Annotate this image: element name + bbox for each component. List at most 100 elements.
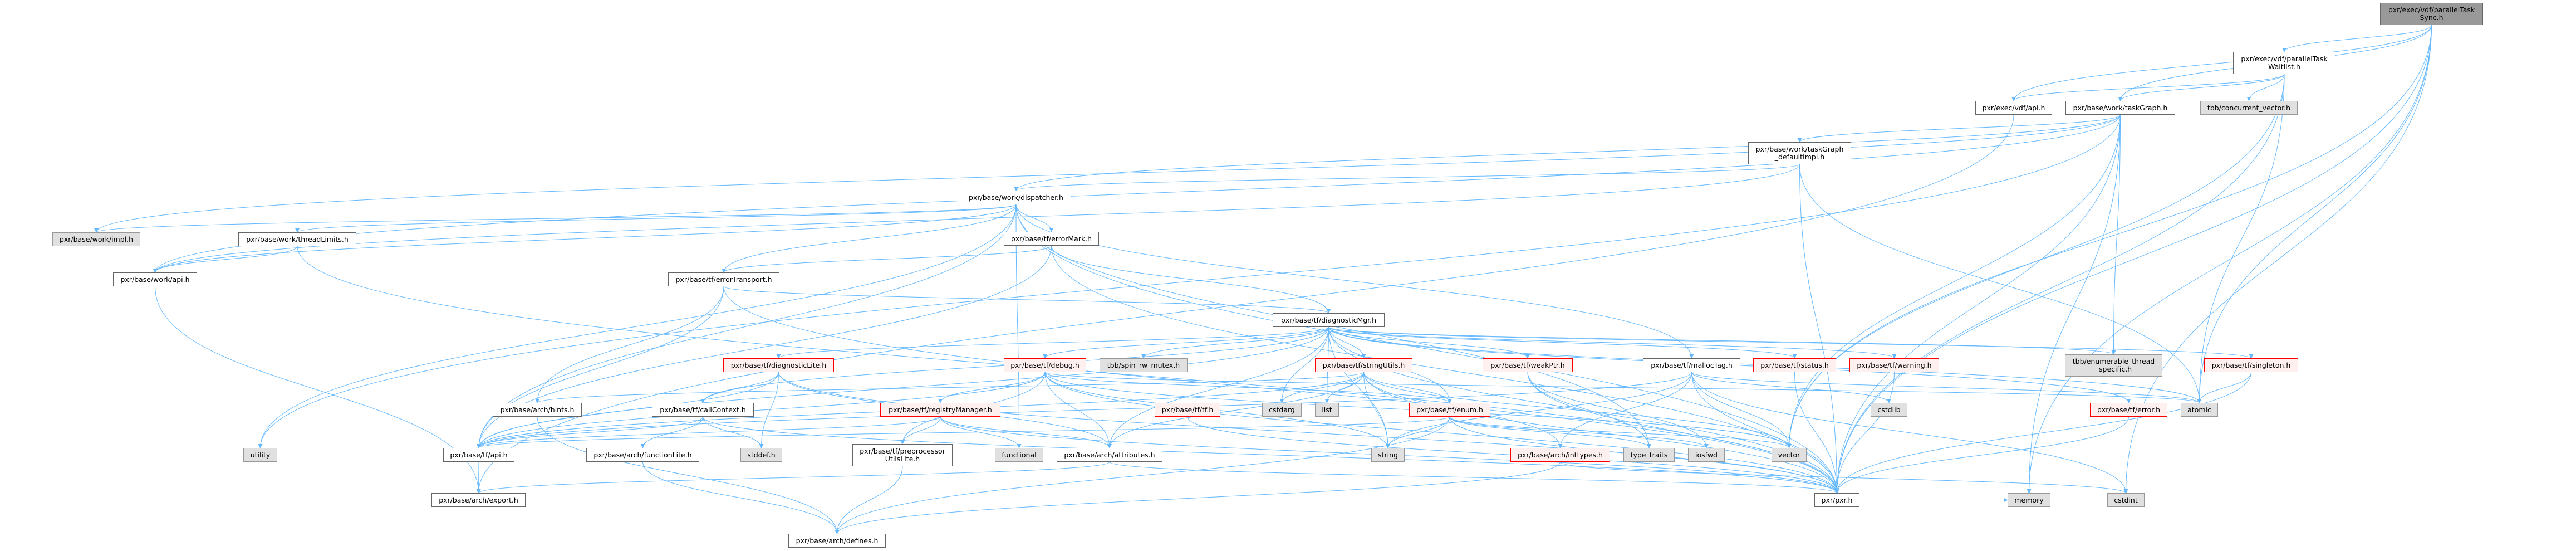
edge-attributes-to-export [476,461,1110,494]
edge-diagnosticMgr-to-tfapi [477,326,1329,448]
edge-tgdefault-to-dispatcher [1014,164,1800,191]
edge-diagnosticMgr-to-singleton [1328,326,2254,359]
edge-taskGraph-to-workapi [153,114,2121,273]
node-vdf-api[interactable]: pxr/exec/vdf/api.h [1975,101,2052,115]
node-error-mark[interactable]: pxr/base/tf/errorMark.h [1004,232,1099,246]
edge-mallocTag-to-atomic [1691,372,2202,403]
edge-status-to-pxrh [1794,372,1839,494]
edge-mallocTag-to-cstdint [1691,372,2128,494]
edge-tgdefault-to-pxrh [1799,164,1839,494]
edge-diagnosticMgr-to-diagnosticLite [776,326,1329,359]
node-list: list [1315,403,1339,417]
node-arch-defines[interactable]: pxr/base/arch/defines.h [788,534,886,548]
edge-enum-to-string [1386,416,1450,448]
node-utility: utility [243,448,277,462]
node-pxr[interactable]: pxr/pxr.h [1814,493,1859,507]
edge-sync-to-memory [2027,25,2432,494]
node-error[interactable]: pxr/base/tf/error.h [2090,403,2167,417]
edge-waitlist-to-vector [1787,74,2285,448]
node-status[interactable]: pxr/base/tf/status.h [1753,358,1836,372]
node-arch-hints[interactable]: pxr/base/arch/hints.h [493,403,582,417]
edge-enum-to-vector [1449,416,1792,448]
edge-diagnosticMgr-to-stringUtils [1328,326,1366,359]
node-enum[interactable]: pxr/base/tf/enum.h [1409,403,1490,417]
node-warning[interactable]: pxr/base/tf/warning.h [1849,358,1939,372]
edge-taskGraph-to-memory [2027,114,2121,494]
node-atomic: atomic [2181,403,2218,417]
edge-tgdefault-to-atomic [1799,164,2202,403]
node-tf[interactable]: pxr/base/tf/tf.h [1155,403,1220,417]
edge-errorTransport-to-tfapi [477,286,724,448]
node-dispatcher[interactable]: pxr/base/work/dispatcher.h [961,191,1071,204]
edge-stringUtils-to-cstdarg [1279,372,1364,403]
node-work-api[interactable]: pxr/base/work/api.h [113,272,197,286]
node-spin-rw-mutex: tbb/spin_rw_mutex.h [1100,358,1188,372]
node-functional: functional [995,448,1043,462]
node-error-transport[interactable]: pxr/base/tf/errorTransport.h [668,272,779,286]
edge-callContext-to-pxrh [703,416,1839,494]
edge-workapi-to-export [155,286,481,494]
node-iosfwd: iosfwd [1688,448,1725,462]
edge-errorTransport-to-hints [535,286,724,403]
edge-diagnosticMgr-to-status [1328,326,1797,359]
node-singleton[interactable]: pxr/base/tf/singleton.h [2204,358,2298,372]
node-diagnostic-mgr[interactable]: pxr/base/tf/diagnosticMgr.h [1273,313,1385,327]
edge-taskGraph-to-impl [94,114,2121,233]
node-parallel-task-sync[interactable]: pxr/exec/vdf/parallelTask Sync.h [2380,3,2483,25]
node-arch-attributes[interactable]: pxr/base/arch/attributes.h [1057,448,1162,462]
edge-waitlist-to-pxrh [1834,74,2285,494]
edge-registry-to-tfapi [477,416,941,448]
node-string: string [1371,448,1405,462]
node-tf-api[interactable]: pxr/base/tf/api.h [443,448,514,462]
edge-stringUtils-to-string [1363,372,1390,448]
node-arch-inttypes[interactable]: pxr/base/arch/inttypes.h [1510,448,1610,462]
node-vector: vector [1772,448,1807,462]
node-string-utils[interactable]: pxr/base/tf/stringUtils.h [1315,358,1412,372]
edge-diagnosticMgr-to-spin [1141,326,1329,359]
node-stddef: stddef.h [740,448,782,462]
node-cstdarg: cstdarg [1262,403,1302,417]
edge-mallocTag-to-inttypes [1558,372,1692,448]
edge-waitlist-to-atomic [2197,74,2285,403]
edge-sync-to-atomic [2197,25,2432,403]
edge-diagnosticMgr-to-weakPtr [1328,326,1530,359]
node-preprocessor-utils-lite[interactable]: pxr/base/tf/preprocessor UtilsLite.h [852,444,953,466]
node-enumerable-thread-specific: tbb/enumerable_thread _specific.h [2065,354,2162,377]
edge-tgdefault-to-workapi [153,164,1800,273]
edge-hints-to-defines [537,416,840,534]
edge-callContext-to-tfapi [477,416,703,448]
node-malloc-tag[interactable]: pxr/base/tf/mallocTag.h [1643,358,1740,372]
edge-debug-to-registry [938,372,1046,403]
edge-attributes-to-pxrh [1109,461,1839,494]
node-call-context[interactable]: pxr/base/tf/callContext.h [652,403,754,417]
node-weak-ptr[interactable]: pxr/base/tf/weakPtr.h [1483,358,1573,372]
edge-taskGraph-to-enumts [2111,114,2121,355]
edge-debug-to-atomic [1044,372,2201,403]
edge-diagnosticLite-to-stddef [759,372,779,448]
edge-enum-to-tfapi [477,416,1450,448]
edge-dispatcher-to-functional [1015,204,1022,448]
node-registry-manager[interactable]: pxr/base/tf/registryManager.h [880,403,1000,417]
node-concurrent-vector: tbb/concurrent_vector.h [2200,101,2298,115]
node-function-lite[interactable]: pxr/base/arch/functionLite.h [586,448,699,462]
node-diagnostic-lite[interactable]: pxr/base/tf/diagnosticLite.h [723,358,834,372]
node-parallel-task-waitlist[interactable]: pxr/exec/vdf/parallelTask Waitlist.h [2233,52,2335,74]
edge-weakPtr-to-pxrh [1527,372,1839,494]
node-thread-limits[interactable]: pxr/base/work/threadLimits.h [238,232,356,246]
node-debug[interactable]: pxr/base/tf/debug.h [1004,358,1086,372]
edge-singleton-to-pxrh [1834,372,2251,494]
node-task-graph-default-impl[interactable]: pxr/base/work/taskGraph _defaultImpl.h [1748,142,1851,164]
edge-mallocTag-to-cstdlib [1691,372,1891,403]
node-task-graph[interactable]: pxr/base/work/taskGraph.h [2065,101,2175,115]
node-type-traits: type_traits [1623,448,1675,462]
edge-stringUtils-to-vector [1363,372,1792,448]
edge-registry-to-attributes [940,416,1112,448]
node-arch-export[interactable]: pxr/base/arch/export.h [431,493,526,507]
edge-callContext-to-functionLite [640,416,703,448]
edge-errorTransport-to-diagnosticMgr [723,286,1331,314]
edge-vdfapi-to-export [476,114,2014,494]
edge-errorTransport-to-pxrh [723,286,1839,494]
edge-dispatcher-to-impl [94,204,1017,233]
edge-diagnosticMgr-to-cstdarg [1279,326,1329,403]
